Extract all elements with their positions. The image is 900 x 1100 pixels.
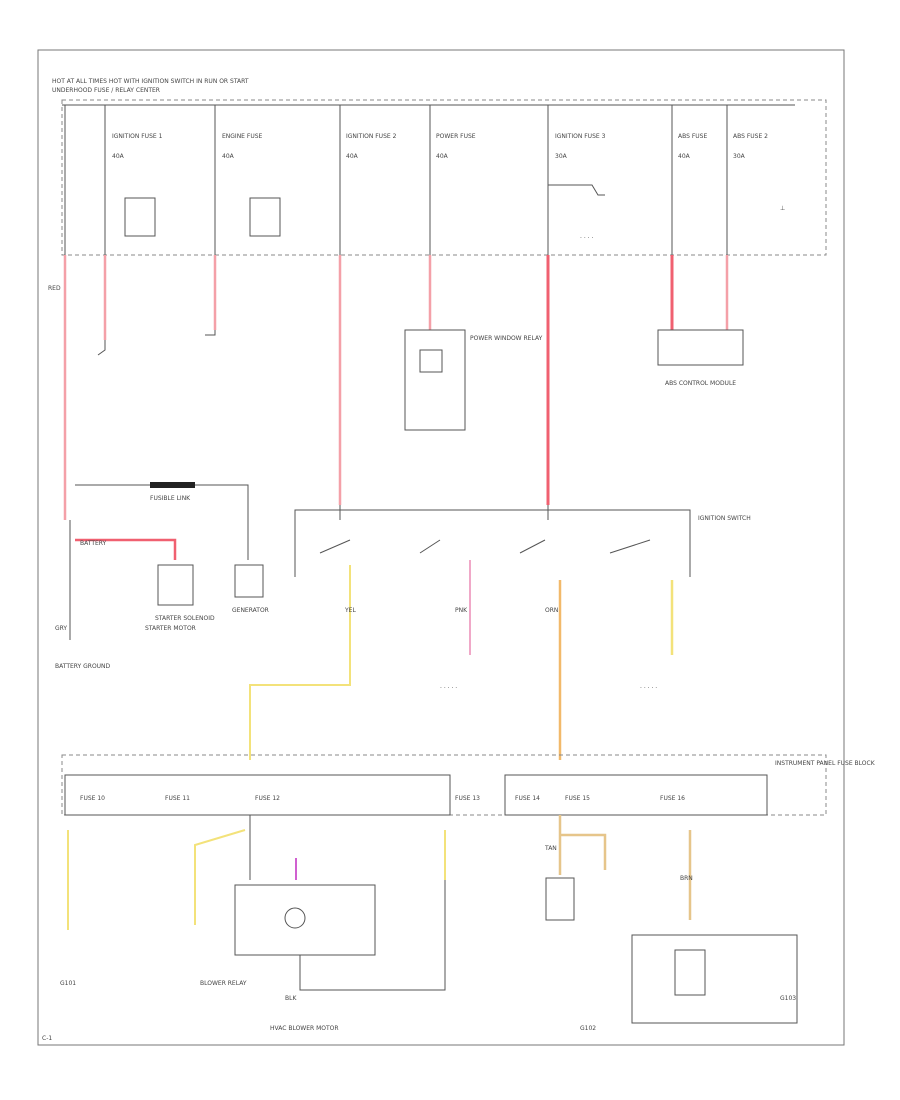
fuse-label-3: IGNITION FUSE 2	[346, 133, 397, 140]
fusible-link-label: FUSIBLE LINK	[150, 495, 191, 502]
svg-text:· · · · ·: · · · · ·	[440, 685, 457, 692]
ignition-outputs: · · · · · · · · · ·	[249, 560, 674, 760]
fuse-amps-5: 30A	[555, 153, 568, 160]
ground-symbol: ⊥	[780, 205, 785, 212]
generator-label: GENERATOR	[232, 607, 269, 614]
wire-label-orn: ORN	[545, 607, 558, 614]
ip-fuse-1: FUSE 10	[80, 795, 105, 802]
header-line-1: HOT AT ALL TIMES HOT WITH IGNITION SWITC…	[52, 78, 249, 85]
fuse-label-5: IGNITION FUSE 3	[555, 133, 606, 140]
hvac-blower: HVAC BLOWER MOTOR BLOWER RELAY	[200, 880, 446, 1032]
header-line-2: UNDERHOOD FUSE / RELAY CENTER	[52, 87, 160, 94]
wire-label-brn: BRN	[680, 875, 693, 882]
starter-motor-label: STARTER MOTOR	[145, 625, 196, 632]
fuse-amps-6: 40A	[678, 153, 691, 160]
fuse-amps-2: 40A	[222, 153, 235, 160]
ip-fuse-block	[61, 754, 827, 816]
wire-label-gry: GRY	[55, 625, 67, 632]
svg-text:· · · · ·: · · · · ·	[640, 685, 657, 692]
ignition-switch-label: IGNITION SWITCH	[698, 515, 751, 522]
red-wires	[63, 255, 729, 520]
fuse-label-7: ABS FUSE 2	[733, 133, 768, 140]
charging-circuit: FUSIBLE LINK BATTERY STARTER SOLENOID ST…	[55, 482, 269, 670]
wire-label-yel: YEL	[344, 607, 356, 614]
fuse-label-4: POWER FUSE	[436, 133, 476, 140]
starter-solenoid-box	[157, 564, 194, 606]
underhood-fuse-block	[61, 99, 827, 256]
ip-fuse-5: FUSE 14	[515, 795, 540, 802]
wire-label-pnk: PNK	[455, 607, 468, 614]
ground-1: G101	[60, 980, 76, 987]
ip-fuse-block-label: INSTRUMENT PANEL FUSE BLOCK	[775, 760, 876, 767]
right-module-box	[631, 934, 798, 1024]
battery-label: BATTERY	[80, 540, 107, 547]
power-window-relay-box	[404, 329, 466, 431]
generator-box	[234, 564, 264, 598]
wire-label-blk: BLK	[285, 995, 297, 1002]
ground-2: G102	[580, 1025, 596, 1032]
lower-wires	[67, 815, 692, 930]
diagram-border	[37, 49, 845, 1046]
ignition-switch: IGNITION SWITCH	[294, 505, 751, 577]
fuse-label-1: IGNITION FUSE 1	[112, 133, 163, 140]
fuse-label-6: ABS FUSE	[678, 133, 707, 140]
ip-fuse-3: FUSE 12	[255, 795, 280, 802]
ip-fuse-4: FUSE 13	[455, 795, 480, 802]
wire-label-red: RED	[48, 285, 61, 292]
battery-ground-label: BATTERY GROUND	[55, 663, 111, 670]
blower-relay-label: BLOWER RELAY	[200, 980, 247, 987]
abs-module-label: ABS CONTROL MODULE	[665, 380, 736, 387]
fuse-amps-4: 40A	[436, 153, 449, 160]
fuse-amps-7: 30A	[733, 153, 746, 160]
hvac-blower-label: HVAC BLOWER MOTOR	[270, 1025, 339, 1032]
power-window-relay-label: POWER WINDOW RELAY	[470, 335, 543, 342]
relay-note: · · · ·	[580, 235, 593, 242]
starter-solenoid-label: STARTER SOLENOID	[155, 615, 215, 622]
fuse-label-2: ENGINE FUSE	[222, 133, 263, 140]
relay-box-2	[249, 197, 281, 237]
fuse-amps-3: 40A	[346, 153, 359, 160]
ground-3: G103	[780, 995, 796, 1002]
fusible-link-icon	[150, 482, 195, 488]
right-relay-box	[545, 877, 575, 921]
page-mark: C-1	[42, 1035, 52, 1042]
ip-fuse-6: FUSE 15	[565, 795, 590, 802]
ip-fuse-2: FUSE 11	[165, 795, 190, 802]
top-fuse-branches	[64, 105, 728, 255]
wire-label-tan: TAN	[544, 845, 557, 852]
ip-fuse-7: FUSE 16	[660, 795, 685, 802]
fuse-amps-1: 40A	[112, 153, 125, 160]
relay-box-1	[124, 197, 156, 237]
abs-module-box	[657, 329, 744, 366]
